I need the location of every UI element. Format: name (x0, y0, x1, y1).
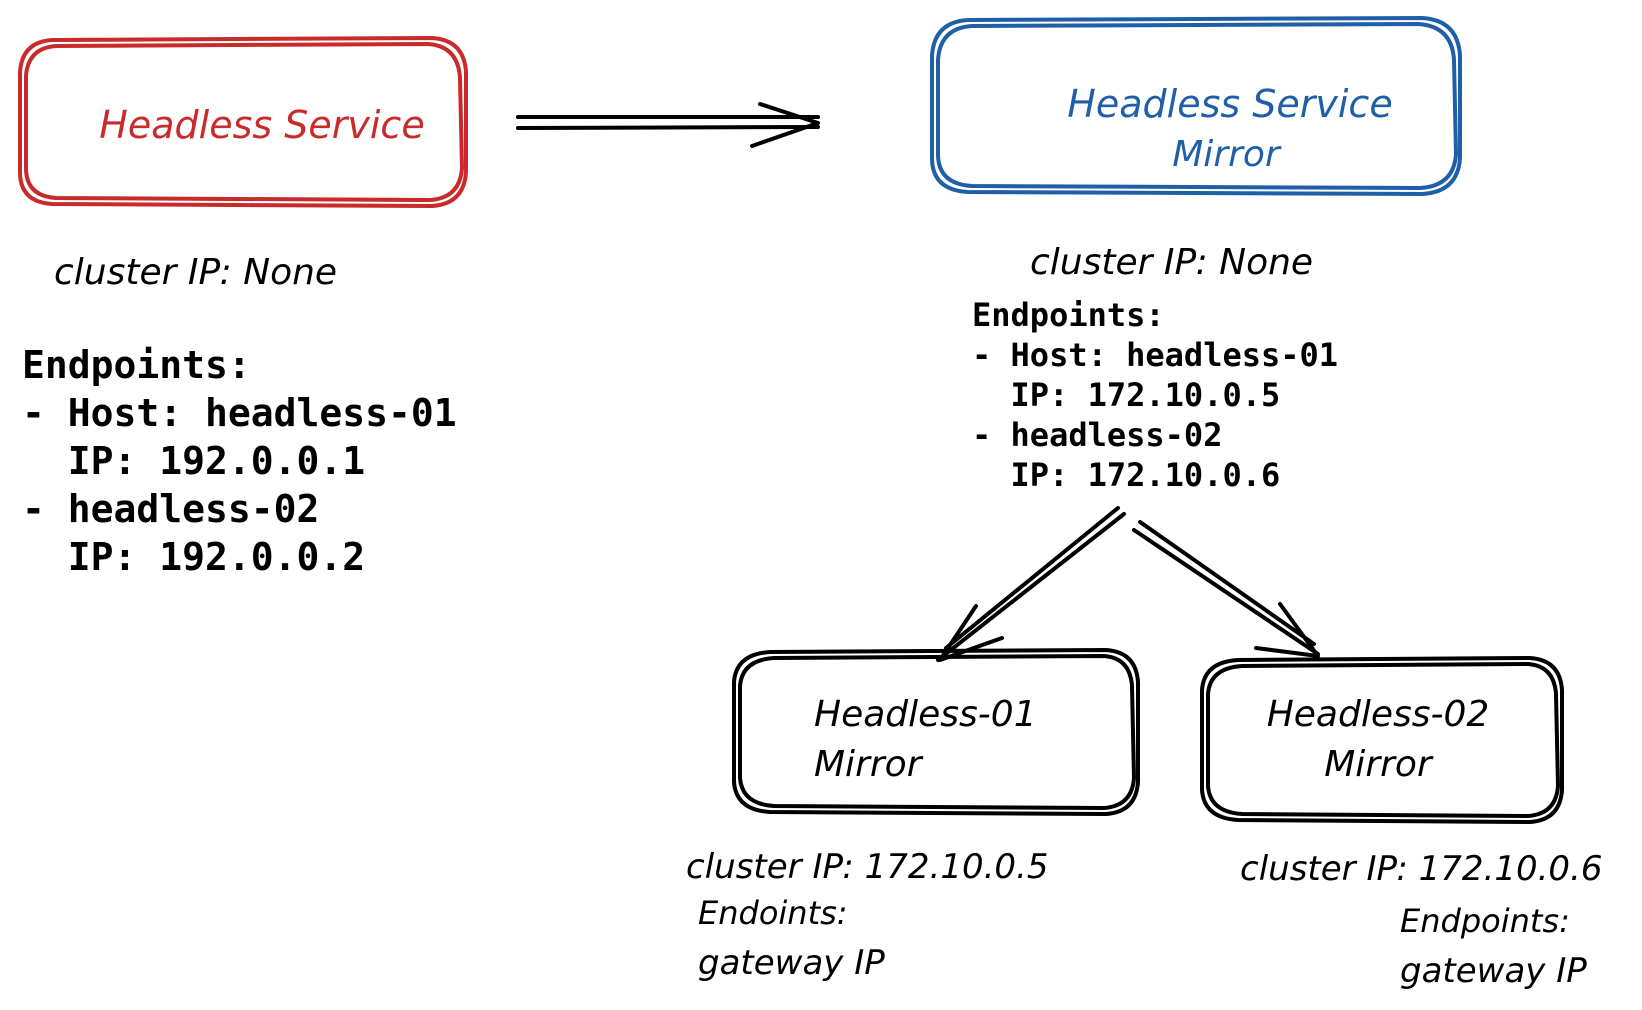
mirror-service-box-sketch (936, 22, 1458, 190)
mirror-endpoint-line: - headless-02 (972, 416, 1222, 454)
endpoint-mirror-box-sketch (1206, 662, 1560, 818)
endpoint-mirror-subtitle: Mirror (814, 744, 924, 785)
source-service-box (18, 36, 468, 208)
endpoint-arrow-left (936, 506, 1126, 662)
endpoint-mirror-cluster-ip: cluster IP: 172.10.0.5 (686, 847, 1048, 887)
source-service-box-sketch (24, 42, 464, 202)
mirror-service-subtitle: Mirror (1172, 134, 1282, 175)
mirror-service-box (930, 16, 1462, 196)
source-service-node: Headless Service (18, 36, 468, 208)
source-endpoints: Endpoints: - Host: headless-01 IP: 192.0… (22, 343, 457, 579)
mirror-endpoint-line: IP: 172.10.0.6 (972, 456, 1280, 494)
source-service-title: Headless Service (99, 103, 424, 147)
endpoint-mirror-node: Headless-02 Mirror (1200, 656, 1564, 824)
source-endpoint-line: - headless-02 (22, 487, 319, 531)
endpoint-mirror-box (1200, 656, 1564, 824)
endpoint-mirror-endpoints-heading: Endoints: (698, 894, 848, 932)
endpoint-mirror-endpoints-value: gateway IP (1400, 951, 1587, 991)
mirror-endpoints: Endpoints: - Host: headless-01 IP: 172.1… (972, 296, 1338, 494)
endpoint-mirror-info: cluster IP: 172.10.0.6 Endpoints: gatewa… (1240, 849, 1602, 991)
mirror-service-node: Headless Service Mirror (930, 16, 1462, 196)
source-cluster-ip: cluster IP: None (54, 252, 337, 293)
endpoint-arrow-right (1132, 520, 1320, 658)
endpoint-mirror-title: Headless-01 (814, 694, 1037, 735)
endpoint-mirror-cluster-ip: cluster IP: 172.10.0.6 (1240, 849, 1602, 889)
mirror-endpoints-heading: Endpoints: (972, 296, 1165, 334)
mirror-endpoint-line: - Host: headless-01 (972, 336, 1338, 374)
source-endpoints-heading: Endpoints: (22, 343, 251, 387)
mirror-endpoint-line: IP: 172.10.0.5 (972, 376, 1280, 414)
endpoint-mirror-endpoints-value: gateway IP (698, 943, 885, 983)
source-endpoint-line: IP: 192.0.0.1 (22, 439, 365, 483)
mirror-cluster-ip: cluster IP: None (1030, 242, 1313, 283)
endpoint-mirror-info: cluster IP: 172.10.0.5 Endoints: gateway… (686, 847, 1048, 983)
endpoint-mirror-box-sketch (738, 654, 1136, 810)
source-endpoint-line: - Host: headless-01 (22, 391, 457, 435)
endpoint-mirror-title: Headless-02 (1267, 694, 1490, 735)
endpoint-mirror-subtitle: Mirror (1324, 744, 1434, 785)
endpoint-mirror-box (732, 648, 1140, 816)
source-endpoint-line: IP: 192.0.0.2 (22, 535, 365, 579)
endpoint-mirror-node: Headless-01 Mirror (732, 648, 1140, 816)
endpoint-mirror-endpoints-heading: Endpoints: (1400, 902, 1570, 940)
mirror-service-title: Headless Service (1067, 82, 1392, 126)
mirror-arrow (516, 102, 820, 148)
